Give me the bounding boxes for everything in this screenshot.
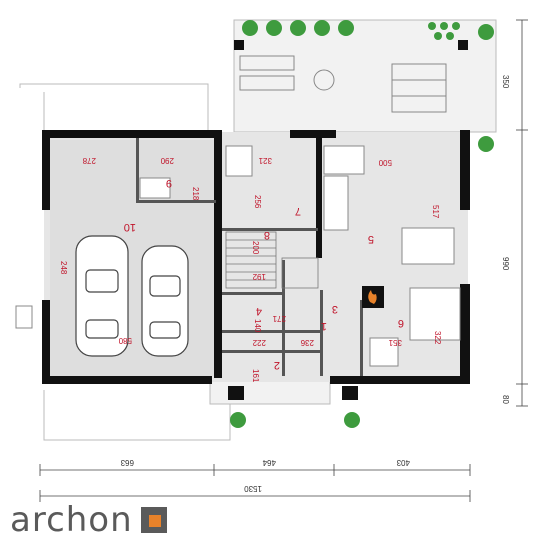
room-number-2: 2 [274, 359, 280, 371]
dim-label: 222 [252, 338, 266, 347]
terrace-columns [228, 40, 468, 400]
living-furniture [139, 145, 461, 367]
site-outline [19, 83, 231, 441]
dim-label: 256 [253, 195, 262, 209]
dim-right-350: 350 [501, 75, 510, 89]
dim-outer-403: 403 [396, 458, 410, 467]
dim-outer-total: 1530 [244, 484, 262, 493]
dim-right-80: 80 [501, 395, 510, 404]
cars [75, 235, 189, 357]
dim-label: 192 [252, 272, 266, 281]
dim-label: 161 [251, 369, 260, 383]
dim-label: 236 [300, 338, 314, 347]
room-number-5: 5 [368, 233, 374, 245]
dim-label: 351 [388, 338, 402, 347]
dim-label: 500 [378, 158, 392, 167]
gate-marker [15, 305, 33, 329]
dim-label: 580 [118, 336, 132, 345]
exterior-walls [42, 130, 470, 384]
room-number-4: 4 [256, 305, 262, 317]
dim-label: 290 [160, 156, 174, 165]
dim-label: 140 [253, 319, 262, 333]
fireplace [362, 286, 384, 308]
dim-right-990: 990 [501, 257, 510, 271]
archon-logo: archon [10, 500, 167, 540]
logo-mark-icon [140, 507, 167, 533]
dim-outer-464: 464 [262, 458, 276, 467]
room-number-6: 6 [398, 317, 404, 329]
dim-label: 517 [431, 205, 440, 219]
dim-label: 248 [59, 261, 68, 275]
room-number-1: 1 [321, 320, 327, 332]
room-number-7: 7 [295, 205, 301, 217]
room-number-10: 10 [124, 221, 136, 233]
dim-outer-663: 663 [120, 458, 134, 467]
dimension-lines [39, 19, 528, 502]
terrace-furniture [239, 55, 447, 113]
garage-floor [50, 140, 216, 376]
dim-label: 200 [251, 241, 260, 255]
plants [230, 20, 494, 428]
dim-label: 321 [258, 156, 272, 165]
staircase [225, 231, 319, 289]
logo-text: archon [10, 500, 133, 540]
room-number-8: 8 [264, 229, 270, 241]
room-number-3: 3 [332, 303, 338, 315]
interior-walls [136, 138, 363, 376]
dim-label: 278 [82, 156, 96, 165]
dim-label: 218 [191, 187, 200, 201]
dim-label: 322 [433, 331, 442, 345]
room-number-9: 9 [166, 177, 172, 189]
dim-label: 271 [272, 314, 286, 323]
